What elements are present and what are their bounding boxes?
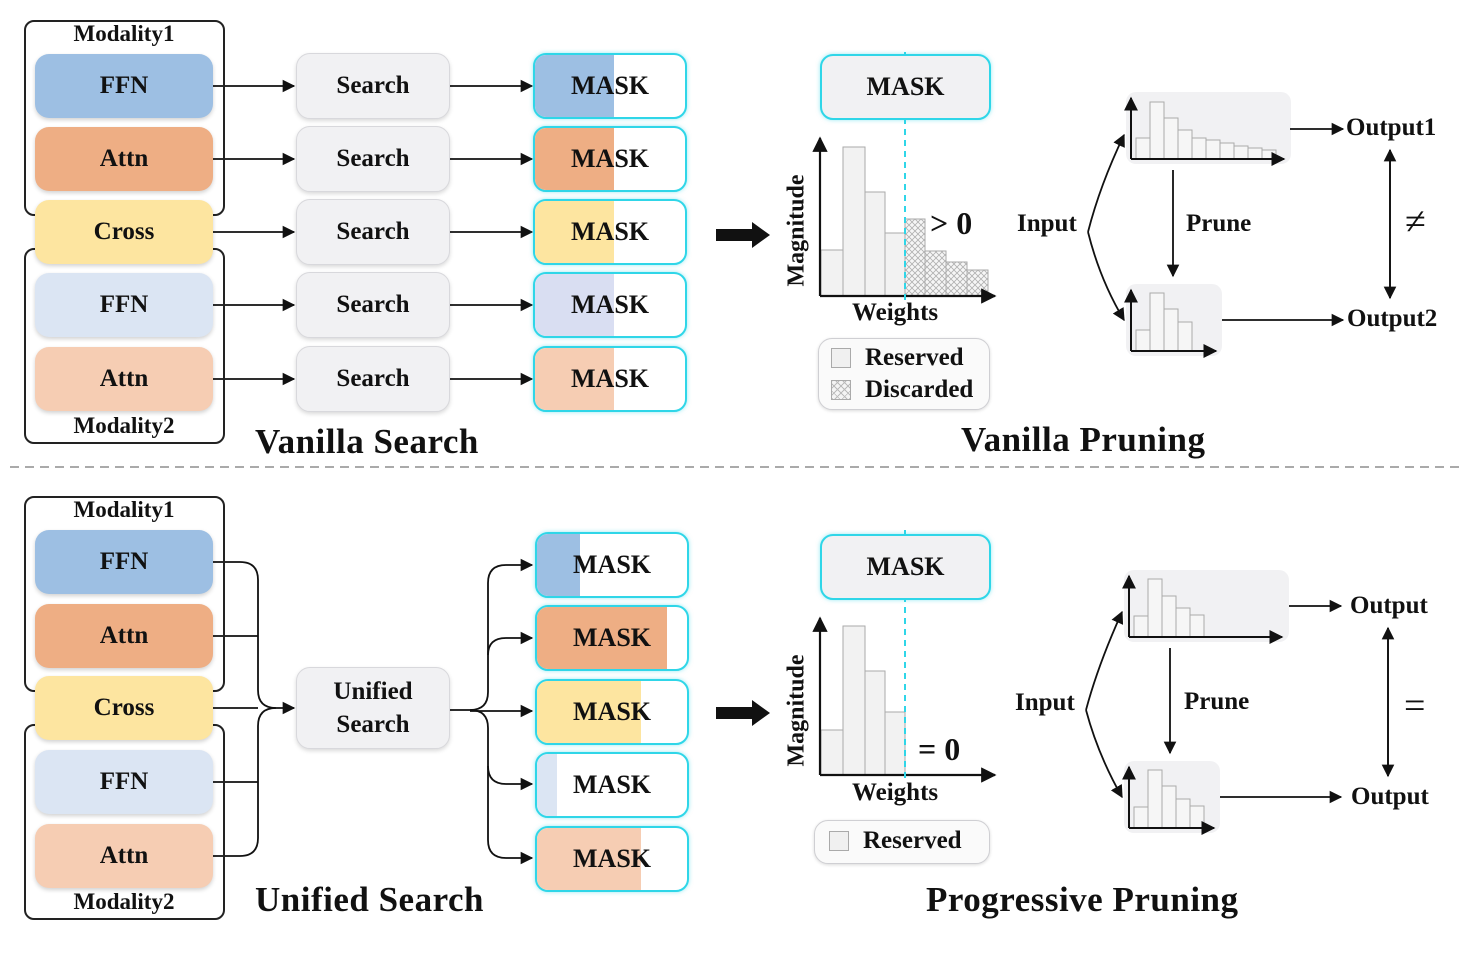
top-chart-ylabel: Magnitude [783,174,810,287]
top-attn1-block: Attn [35,127,213,191]
top-output2-label: Output2 [1347,305,1438,332]
top-input-label: Input [1017,210,1077,237]
bottom-prune-label: Prune [1184,688,1250,715]
top-search-2: Search [296,126,450,192]
top-mask-4: MASK [533,272,687,338]
bottom-chart-annotation: = 0 [918,731,961,767]
top-block-arrows [213,79,534,386]
top-right-title: Vanilla Pruning [961,420,1206,459]
top-chart-xlabel: Weights [852,299,939,326]
bottom-flow-arrows [1085,599,1395,804]
bottom-mask-1: MASK [535,532,689,598]
top-search-5: Search [296,346,450,412]
top-legend: Reserved Discarded [818,338,990,410]
discarded-swatch [831,380,851,400]
bottom-mask-3: MASK [535,679,689,745]
bottom-mask-4: MASK [535,752,689,818]
top-left-title: Vanilla Search [255,422,479,461]
bottom-mask-2: MASK [535,605,689,671]
bottom-cross-block: Cross [35,676,213,740]
bottom-mini-chart-1 [1133,578,1205,638]
top-relation-symbol: ≠ [1405,201,1426,243]
top-attn2-block: Attn [35,347,213,411]
bottom-relation-symbol: = [1404,685,1426,727]
top-mask-5: MASK [533,346,687,412]
bottom-histogram [820,625,906,776]
top-chart-annotation: > 0 [930,205,973,241]
bottom-input-label: Input [1015,689,1075,716]
bottom-modality1-label: Modality1 [73,497,175,522]
bottom-legend: Reserved [814,820,990,864]
top-prune-label: Prune [1186,210,1252,237]
top-mask-3: MASK [533,199,687,265]
top-modality1-label: Modality1 [73,21,175,46]
top-mask-1: MASK [533,53,687,119]
top-ffn2-block: FFN [35,273,213,337]
top-output1-label: Output1 [1346,114,1437,141]
bottom-attn1-block: Attn [35,604,213,668]
top-search-4: Search [296,272,450,338]
top-cross-block: Cross [35,200,213,264]
reserved-swatch [829,831,849,851]
top-mini-chart-2 [1135,292,1193,352]
top-mask-2: MASK [533,126,687,192]
bottom-unified-search: Unified Search [296,667,450,749]
top-histogram [820,146,989,297]
top-flow-arrows [1087,122,1397,327]
reserved-swatch [831,348,851,368]
bottom-chart-mask: MASK [820,534,991,600]
bottom-left-title: Unified Search [255,880,484,919]
top-chart-mask: MASK [820,54,991,120]
top-search-3: Search [296,199,450,265]
top-modality2-label: Modality2 [73,413,175,438]
top-search-1: Search [296,53,450,119]
top-ffn1-block: FFN [35,54,213,118]
bottom-merge-lines [213,558,534,865]
bottom-ffn2-block: FFN [35,750,213,814]
bottom-mask-5: MASK [535,826,689,892]
bottom-chart-xlabel: Weights [852,779,939,806]
bottom-attn2-block: Attn [35,824,213,888]
bottom-ffn1-block: FFN [35,530,213,594]
bottom-modality2-label: Modality2 [73,889,175,914]
bottom-output1-label: Output [1350,592,1428,619]
bottom-chart-ylabel: Magnitude [783,654,810,767]
bottom-output2-label: Output [1351,783,1429,810]
bottom-right-title: Progressive Pruning [926,880,1239,919]
top-big-arrow [716,222,770,248]
bottom-big-arrow [716,700,770,726]
